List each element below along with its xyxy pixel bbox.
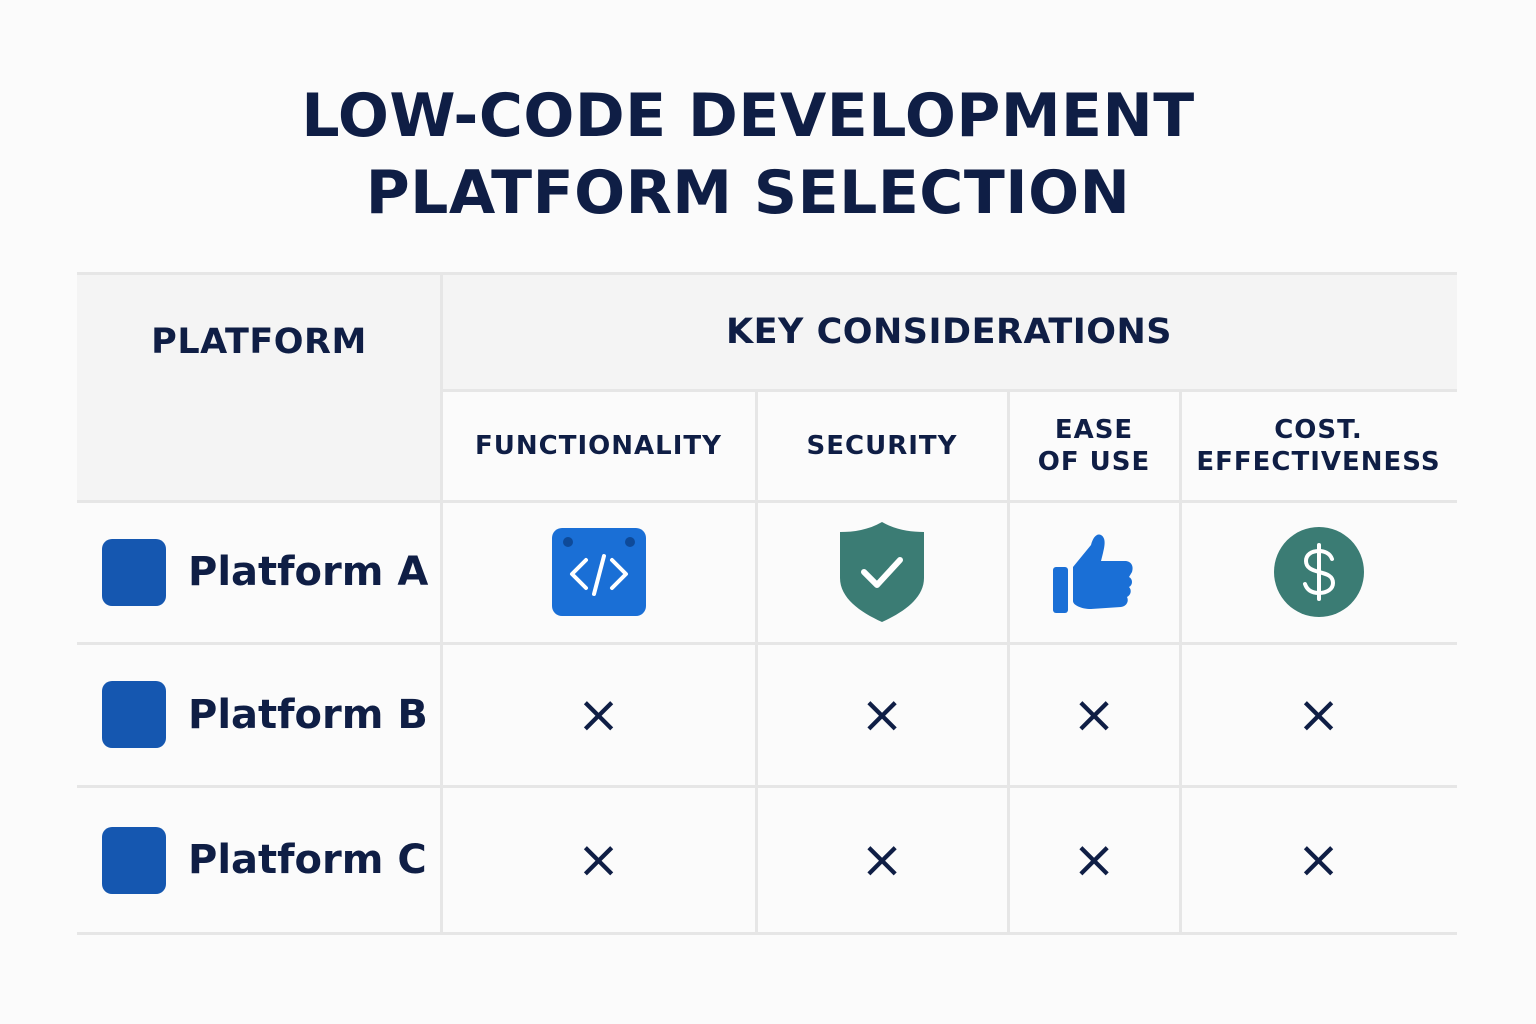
- x-mark: ×: [1296, 830, 1341, 890]
- platform-c-ease-cell: ×: [1008, 786, 1180, 934]
- platform-c-functionality-cell: ×: [441, 786, 756, 934]
- title-line-2: PLATFORM SELECTION: [365, 158, 1131, 228]
- x-mark: ×: [576, 830, 621, 890]
- x-mark: ×: [1072, 830, 1116, 890]
- grid-line: [77, 272, 1457, 275]
- platform-c-security-cell: ×: [756, 786, 1008, 934]
- comparison-table: PLATFORM KEY CONSIDERATIONS FUNCTIONALIT…: [77, 272, 1457, 935]
- x-mark: ×: [860, 830, 904, 890]
- code-window-icon: [551, 528, 646, 616]
- table-row-platform-b: Platform B: [77, 643, 441, 786]
- x-mark: ×: [576, 684, 621, 745]
- grid-line: [441, 389, 1457, 392]
- platform-a-cost-cell: [1180, 501, 1457, 643]
- column-header-functionality: FUNCTIONALITY: [441, 390, 756, 501]
- platform-b-ease-cell: ×: [1008, 643, 1180, 786]
- platform-a-functionality-cell: [441, 501, 756, 643]
- platform-c-name: Platform C: [188, 837, 427, 883]
- column-header-security-label: SECURITY: [806, 430, 958, 461]
- grid-line: [440, 272, 443, 934]
- thumbs-up-icon: [1053, 534, 1133, 613]
- key-considerations-header-cell: [441, 272, 1457, 390]
- platform-a-name: Platform A: [188, 549, 429, 595]
- platform-header-label: PLATFORM: [151, 322, 367, 362]
- table-row-platform-c: Platform C: [77, 786, 441, 934]
- grid-line: [1179, 390, 1182, 934]
- column-header-ease-of-use-line1: EASE: [1054, 414, 1134, 445]
- platform-a-ease-cell: [1008, 501, 1180, 643]
- platform-a-security-cell: [756, 501, 1008, 643]
- key-considerations-label: KEY CONSIDERATIONS: [726, 312, 1172, 352]
- column-header-functionality-label: FUNCTIONALITY: [475, 430, 722, 461]
- column-header-cost-effectiveness-line1: COST.: [1274, 414, 1363, 445]
- platform-b-functionality-cell: ×: [441, 643, 756, 786]
- grid-line: [77, 785, 1457, 788]
- x-mark: ×: [1072, 684, 1116, 745]
- shield-check-icon: [840, 522, 924, 622]
- grid-line: [1007, 390, 1010, 934]
- table-row-platform-a: Platform A: [77, 501, 441, 643]
- platform-b-security-cell: ×: [756, 643, 1008, 786]
- platform-c-swatch: [102, 826, 166, 894]
- column-header-ease-of-use-line2: OF USE: [1037, 446, 1151, 477]
- dollar-coin-icon: [1273, 527, 1364, 617]
- platform-b-swatch: [102, 681, 166, 748]
- page-title: LOW-CODE DEVELOPMENT PLATFORM SELECTION: [0, 78, 1496, 232]
- column-header-ease-of-use: EASE OF USE: [1008, 390, 1180, 501]
- grid-line: [77, 642, 1457, 645]
- x-mark: ×: [1296, 684, 1341, 745]
- platform-c-cost-cell: ×: [1180, 786, 1457, 934]
- grid-line: [77, 932, 1457, 935]
- x-mark: ×: [860, 684, 904, 745]
- column-header-security: SECURITY: [756, 390, 1008, 501]
- platform-a-swatch: [102, 538, 166, 606]
- column-header-cost-effectiveness: COST. EFFECTIVENESS: [1180, 390, 1457, 501]
- platform-header-cell: [77, 272, 441, 501]
- grid-line: [77, 500, 1457, 503]
- title-line-1: LOW-CODE DEVELOPMENT: [301, 81, 1195, 151]
- platform-b-name: Platform B: [188, 691, 428, 738]
- platform-b-cost-cell: ×: [1180, 643, 1457, 786]
- column-header-cost-effectiveness-line2: EFFECTIVENESS: [1196, 446, 1441, 477]
- grid-line: [755, 390, 758, 934]
